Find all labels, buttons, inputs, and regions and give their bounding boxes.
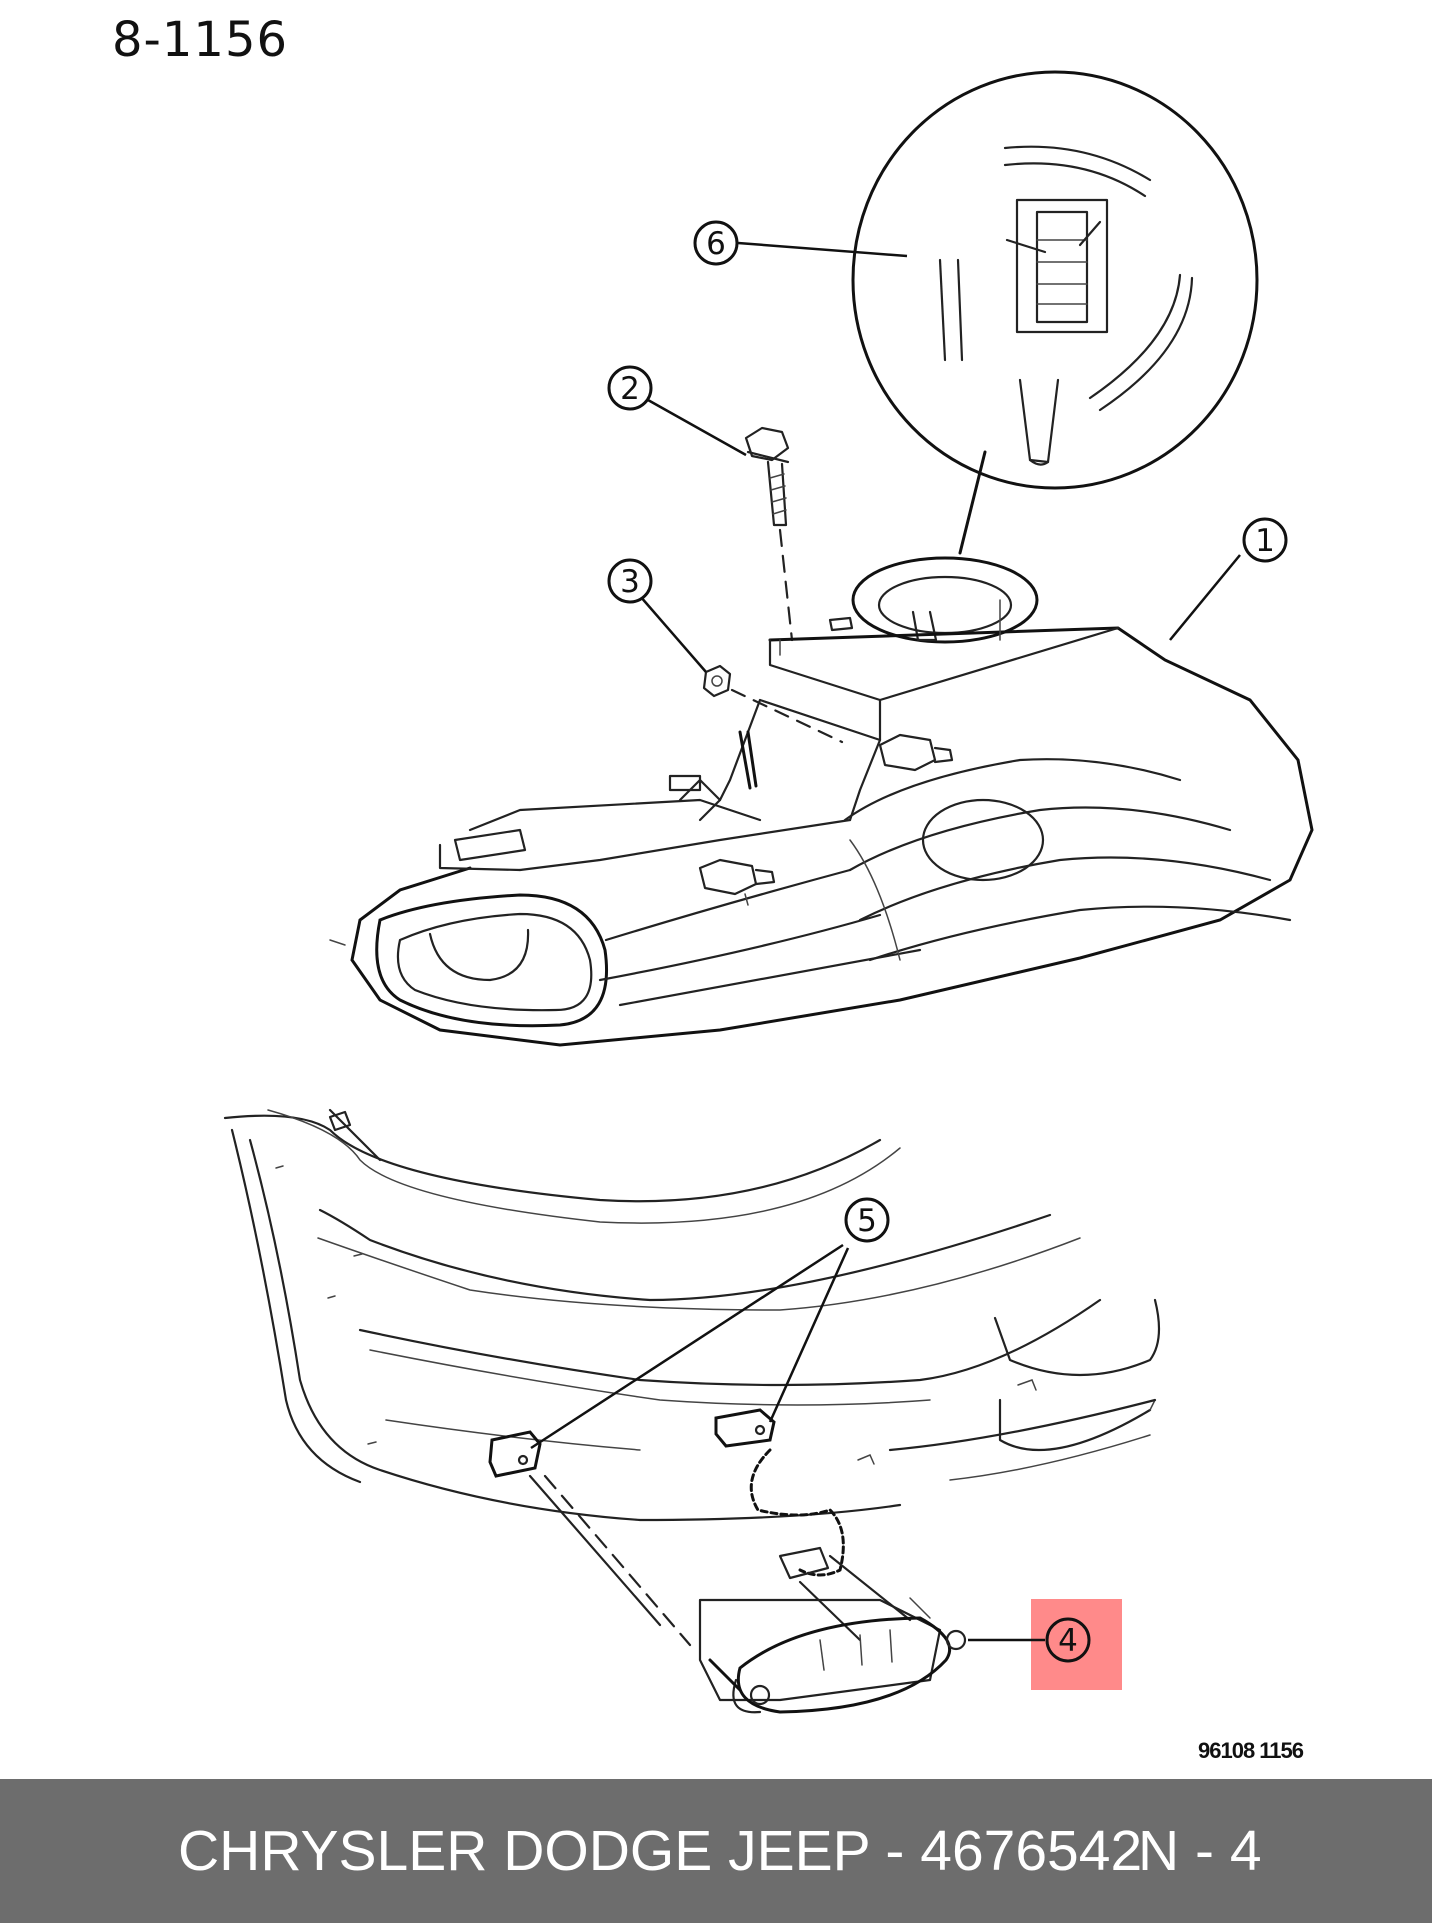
- nut-fastener: [702, 664, 844, 744]
- footer-bar: CHRYSLER DODGE JEEP - 4676542 N - 4: [0, 1779, 1432, 1923]
- fog-lamp-mounting-clips: [488, 1408, 776, 1478]
- bumper-fascia: [223, 1108, 1161, 1522]
- svg-text:3: 3: [620, 564, 640, 600]
- wire-harness: [749, 1448, 912, 1642]
- callout-2: 2: [607, 365, 747, 457]
- footer-part-label: CHRYSLER DODGE JEEP - 4676542: [178, 1819, 1143, 1883]
- figure-code: 96108 1156: [1198, 1738, 1304, 1763]
- callout-5: 5: [530, 1197, 890, 1450]
- detail-view-bulb-socket: [851, 70, 1259, 555]
- footer-position-label: N - 4: [1138, 1819, 1262, 1883]
- svg-text:1: 1: [1255, 523, 1275, 559]
- diagram-title: 8-1156: [112, 12, 289, 68]
- headlamp-assembly: [329, 556, 1314, 1047]
- svg-text:6: 6: [706, 226, 726, 262]
- svg-text:4: 4: [1058, 1623, 1078, 1659]
- callout-1: 1: [1169, 517, 1288, 641]
- callout-4: 4: [968, 1617, 1091, 1663]
- fog-lamp: [528, 1474, 967, 1714]
- svg-text:2: 2: [620, 371, 640, 407]
- parts-diagram: 6 2 3: [223, 70, 1314, 1714]
- bolt-fastener: [744, 426, 794, 642]
- callout-3: 3: [607, 558, 707, 673]
- svg-text:5: 5: [857, 1203, 877, 1239]
- callout-6: 6: [693, 220, 908, 266]
